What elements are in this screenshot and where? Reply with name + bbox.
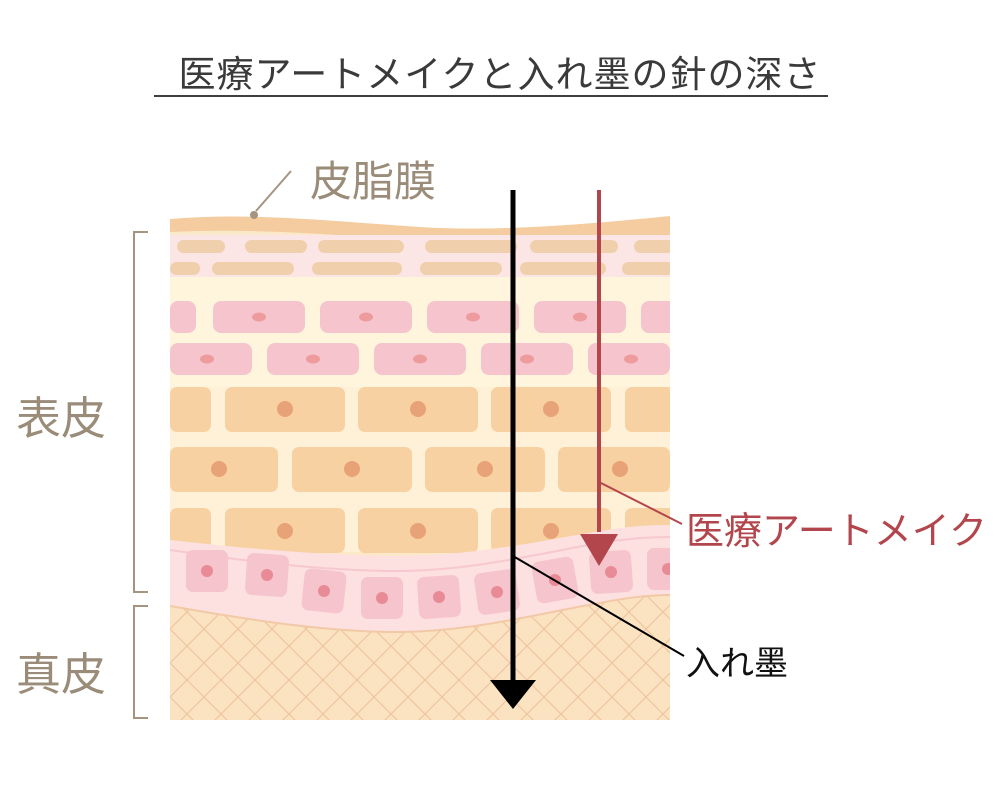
cell-nucleus bbox=[261, 569, 273, 581]
cell-nucleus bbox=[624, 354, 638, 364]
cell-nucleus bbox=[359, 312, 373, 322]
medical-art-makeup-label: 医療アートメイク bbox=[686, 509, 987, 553]
cell-nucleus bbox=[605, 566, 617, 578]
tattoo-needle-arrow bbox=[490, 190, 536, 709]
flattened-cell bbox=[622, 262, 670, 275]
cell-nucleus bbox=[277, 401, 293, 417]
flattened-cell bbox=[177, 240, 225, 253]
spinous-cell-row-1 bbox=[170, 387, 670, 432]
epidermis-bracket-line bbox=[133, 231, 148, 593]
flattened-cell bbox=[530, 240, 618, 253]
cell-nucleus bbox=[662, 563, 670, 575]
cell-nucleus bbox=[201, 565, 213, 577]
sebum-leader bbox=[250, 170, 292, 219]
cell-nucleus bbox=[376, 592, 388, 604]
flattened-cell bbox=[425, 240, 517, 253]
cell-nucleus bbox=[410, 401, 426, 417]
cell-nucleus bbox=[413, 354, 427, 364]
granular-cell-row-2 bbox=[170, 343, 670, 375]
cell-nucleus bbox=[318, 585, 330, 597]
flattened-cell-row bbox=[170, 240, 670, 275]
cell-nucleus bbox=[433, 591, 445, 603]
granular-cell-row-1 bbox=[170, 301, 670, 333]
medical-label-leader-line bbox=[598, 481, 683, 525]
dermis-top-line bbox=[170, 594, 670, 634]
cell-nucleus bbox=[477, 461, 493, 477]
cell-nucleus bbox=[573, 312, 587, 322]
dermis-label: 真皮 bbox=[16, 648, 107, 701]
epidermis-bracket bbox=[133, 231, 148, 593]
sebum-leader-line bbox=[255, 170, 292, 212]
cell-nucleus bbox=[277, 523, 293, 539]
cell-nucleus bbox=[543, 523, 559, 539]
dermis-bracket bbox=[133, 605, 148, 719]
skin-layer-group bbox=[170, 216, 670, 720]
medical-art-makeup-needle-arrow bbox=[580, 190, 618, 566]
cell-nucleus bbox=[543, 401, 559, 417]
flattened-cell bbox=[170, 262, 200, 275]
flattened-cell bbox=[312, 262, 402, 275]
cell-nucleus bbox=[466, 312, 480, 322]
flattened-cell bbox=[245, 240, 307, 253]
epidermis-label: 表皮 bbox=[16, 392, 107, 445]
pink-cell bbox=[641, 301, 670, 333]
cell-nucleus bbox=[344, 461, 360, 477]
sebum-leader-dot bbox=[250, 211, 258, 219]
tattoo-label: 入れ墨 bbox=[686, 644, 788, 684]
cell-nucleus bbox=[200, 354, 214, 364]
orange-cell bbox=[625, 387, 670, 432]
cell-nucleus bbox=[520, 354, 534, 364]
medical-needle-arrowhead bbox=[580, 534, 618, 566]
diagram-title: 医療アートメイクと入れ墨の針の深さ bbox=[178, 53, 822, 96]
stratum-corneum bbox=[170, 235, 670, 277]
cell-nucleus bbox=[306, 354, 320, 364]
sebum-membrane-label: 皮脂膜 bbox=[310, 157, 437, 206]
cell-nucleus bbox=[252, 312, 266, 322]
tattoo-needle-arrowhead bbox=[490, 680, 536, 709]
cell-nucleus bbox=[211, 461, 227, 477]
flattened-cell bbox=[318, 240, 404, 253]
orange-cell bbox=[170, 387, 211, 432]
cell-nucleus bbox=[612, 461, 628, 477]
cell-nucleus bbox=[410, 523, 426, 539]
pink-cell bbox=[170, 301, 196, 333]
title-underline bbox=[154, 95, 828, 97]
flattened-cell bbox=[420, 262, 502, 275]
dermis-layer bbox=[170, 594, 670, 720]
cell-nucleus bbox=[491, 586, 503, 598]
flattened-cell bbox=[634, 240, 670, 253]
dermis-bracket-line bbox=[133, 605, 148, 719]
flattened-cell bbox=[520, 262, 606, 275]
tattoo-label-leader-line bbox=[512, 555, 685, 657]
flattened-cell bbox=[212, 262, 294, 275]
